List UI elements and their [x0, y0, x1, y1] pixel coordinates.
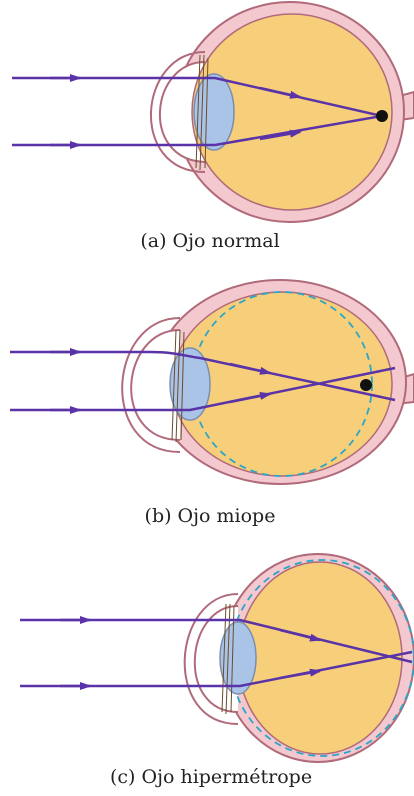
panel-c-hyperopic-eye — [20, 554, 414, 762]
caption-myopic-eye: (b) Ojo miope — [60, 505, 360, 527]
panel-a-normal-eye — [12, 2, 414, 222]
panel-b-myopic-eye — [10, 280, 414, 484]
focus-point — [376, 110, 388, 122]
lens — [194, 74, 234, 150]
caption-hyperopic-eye: (c) Ojo hipermétrope — [110, 766, 410, 788]
focus-point — [360, 379, 372, 391]
caption-normal-eye: (a) Ojo normal — [60, 230, 360, 252]
